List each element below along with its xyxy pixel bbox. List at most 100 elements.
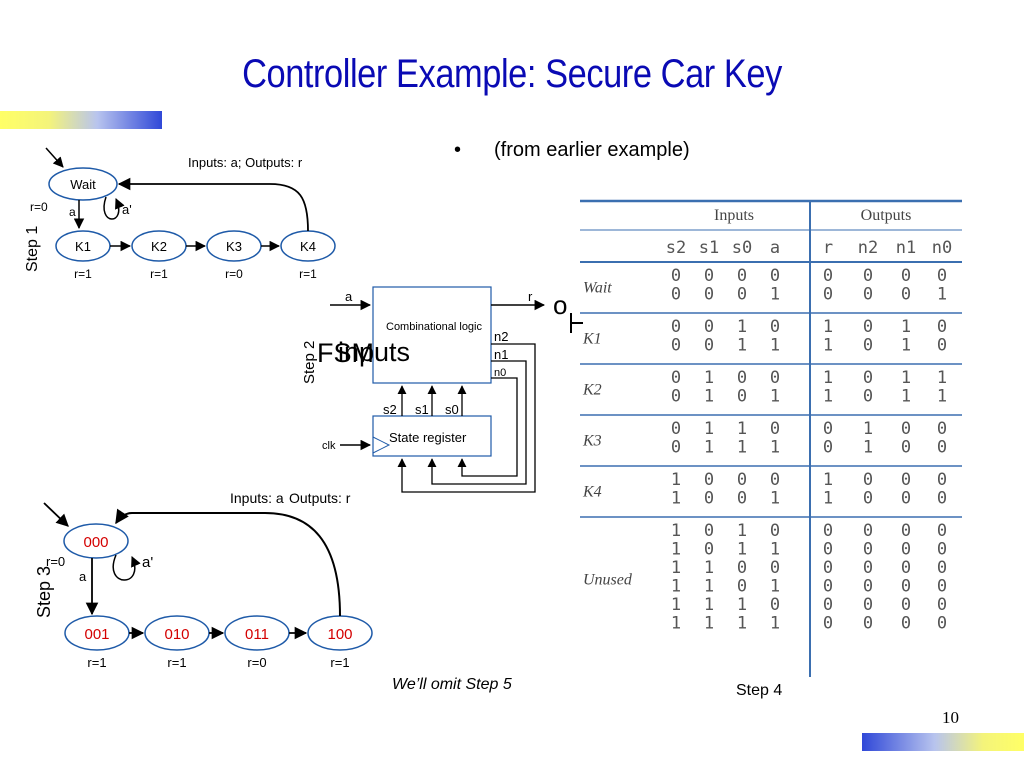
table-cell: 0 — [737, 284, 747, 304]
bullet-point: •(from earlier example) — [454, 139, 690, 162]
step1-output-k2: r=1 — [150, 267, 168, 281]
state-bit-s1-label: s1 — [415, 402, 429, 417]
table-cell: 1 — [770, 539, 780, 559]
table-cell: 0 — [770, 317, 780, 337]
step3-io-outputs: Outputs: r — [289, 490, 351, 506]
step1-io-label: Inputs: a; Outputs: r — [188, 155, 303, 170]
table-cell: 0 — [823, 558, 833, 578]
table-row-label-wait: Wait — [583, 280, 612, 297]
table-cell: 1 — [671, 595, 681, 615]
table-cell: 1 — [737, 613, 747, 633]
table-group-inputs: Inputs — [714, 207, 754, 224]
table-cell: 0 — [737, 266, 747, 286]
table-cell: 0 — [704, 539, 714, 559]
table-cell: 0 — [671, 386, 681, 406]
table-cell: 0 — [737, 558, 747, 578]
table-cell: 0 — [901, 595, 911, 615]
step3-state-000 — [63, 523, 129, 559]
table-cell: 1 — [937, 284, 947, 304]
state-bit-s2-label: s2 — [383, 402, 397, 417]
table-cell: 0 — [737, 488, 747, 508]
table-cell: 0 — [901, 488, 911, 508]
table-cell: 0 — [863, 595, 873, 615]
table-cell: 0 — [863, 539, 873, 559]
table-cell: 0 — [671, 335, 681, 355]
step1-output-k1: r=1 — [74, 267, 92, 281]
table-cell: 0 — [671, 317, 681, 337]
table-cell: 1 — [770, 335, 780, 355]
step3-state-011-code: 011 — [245, 626, 269, 643]
step1-output-k3: r=0 — [225, 267, 243, 281]
table-cell: 0 — [823, 284, 833, 304]
table-row-label-unused: Unused — [583, 572, 633, 589]
table-cell: 1 — [737, 437, 747, 457]
table-cell: 1 — [901, 368, 911, 388]
table-row-label-k2: K2 — [582, 382, 602, 399]
overlay-inputs-text: inputs — [338, 337, 410, 367]
step2-controller-architecture: Step 2 Combinational logic State registe… — [301, 286, 583, 493]
table-cell: 0 — [671, 284, 681, 304]
table-column-header-n1: n1 — [896, 238, 916, 258]
omit-step5-note: We’ll omit Step 5 — [392, 676, 512, 693]
step3-output-100: r=1 — [330, 655, 349, 670]
table-cell: 0 — [704, 488, 714, 508]
table-cell: 0 — [937, 317, 947, 337]
state-register-label: State register — [389, 430, 467, 445]
table-cell: 1 — [937, 368, 947, 388]
step3-state-001-code: 001 — [84, 626, 109, 643]
table-column-header-n2: n2 — [858, 238, 878, 258]
table-cell: 0 — [823, 595, 833, 615]
table-cell: 0 — [704, 470, 714, 490]
step1-state-wait — [48, 167, 118, 201]
table-cell: 0 — [770, 266, 780, 286]
feedback-n1-wire — [427, 360, 527, 485]
table-row-label-k4: K4 — [582, 484, 602, 501]
table-cell: 0 — [863, 266, 873, 286]
step1-self-loop — [103, 196, 125, 220]
table-cell: 0 — [823, 266, 833, 286]
overlay-outputs-fragment — [570, 313, 583, 333]
table-cell: 0 — [901, 521, 911, 541]
step1-state-k3-label: K3 — [226, 239, 242, 254]
step3-output-001: r=1 — [87, 655, 106, 670]
table-cell: 1 — [704, 437, 714, 457]
table-cell: 1 — [671, 521, 681, 541]
footer-accent-bar — [862, 733, 1024, 751]
table-cell: 1 — [770, 613, 780, 633]
table-cell: 1 — [823, 386, 833, 406]
table-cell: 0 — [901, 437, 911, 457]
overlay-outputs-text: o — [553, 290, 567, 320]
table-cell: 0 — [671, 419, 681, 439]
step1-output-k4: r=1 — [299, 267, 317, 281]
table-cell: 0 — [863, 576, 873, 596]
step1-wait-output: r=0 — [30, 200, 48, 214]
step3-output-011: r=0 — [247, 655, 266, 670]
table-cell: 1 — [737, 419, 747, 439]
table-cell: 0 — [863, 613, 873, 633]
table-cell: 1 — [937, 386, 947, 406]
step3-edge-100-000 — [115, 508, 341, 617]
combinational-logic-block — [372, 286, 492, 384]
table-cell: 0 — [863, 368, 873, 388]
next-state-n1-label: n1 — [494, 347, 508, 362]
step1-state-k1-label: K1 — [75, 239, 91, 254]
table-column-header-s2: s2 — [666, 238, 686, 258]
table-cell: 1 — [901, 317, 911, 337]
output-r-label: r — [528, 289, 533, 304]
table-cell: 0 — [937, 488, 947, 508]
table-cell: 0 — [737, 368, 747, 388]
table-cell: 0 — [704, 284, 714, 304]
table-cell: 1 — [671, 470, 681, 490]
table-cell: 1 — [823, 335, 833, 355]
table-cell: 0 — [770, 558, 780, 578]
step1-state-wait-label: Wait — [70, 177, 96, 192]
step1-state-diagram: Step 1 Inputs: a; Outputs: r Wait r=0 a'… — [24, 147, 336, 281]
table-cell: 1 — [671, 488, 681, 508]
table-column-header-s1: s1 — [699, 238, 719, 258]
table-cell: 1 — [901, 335, 911, 355]
table-cell: 0 — [770, 368, 780, 388]
next-state-n0-label: n0 — [494, 367, 506, 379]
table-cell: 0 — [823, 521, 833, 541]
table-cell: 0 — [823, 613, 833, 633]
